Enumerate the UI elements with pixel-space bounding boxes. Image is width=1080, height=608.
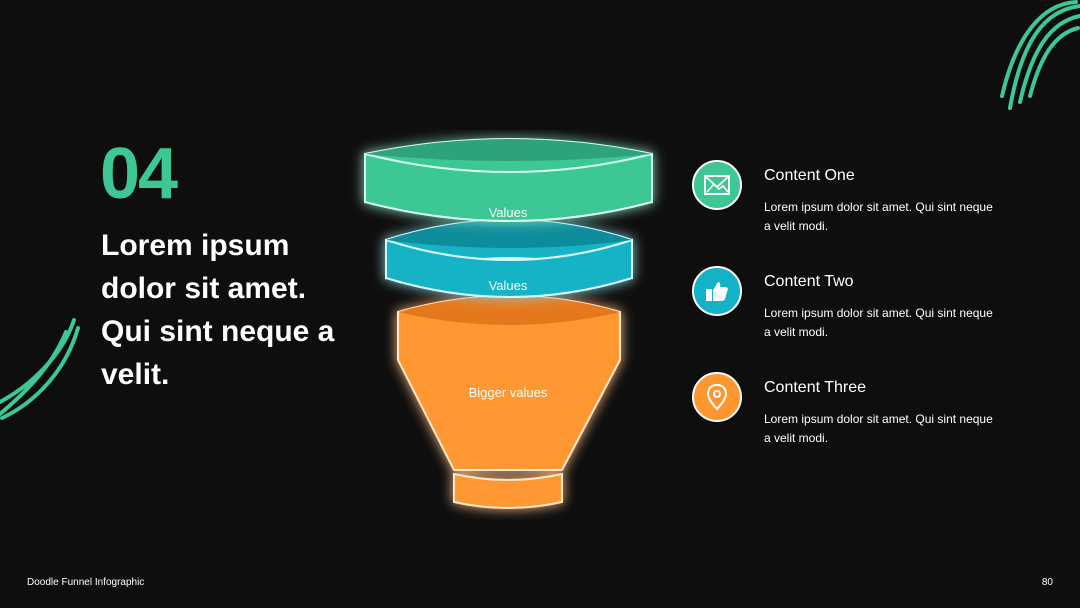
content-item: Content Three Lorem ipsum dolor sit amet… xyxy=(690,370,1020,460)
funnel-label-2: Values xyxy=(489,278,528,293)
image-icon xyxy=(692,160,742,210)
section-number: 04 xyxy=(100,134,178,214)
content-title: Content One xyxy=(764,167,855,184)
content-text: Lorem ipsum dolor sit amet. Qui sint neq… xyxy=(764,306,993,339)
footer-title: Doodle Funnel Infographic xyxy=(27,577,145,588)
funnel-diagram: Values Values Bigger values xyxy=(364,138,653,509)
headline: Lorem ipsum dolor sit amet. Qui sint neq… xyxy=(101,229,335,391)
content-text: Lorem ipsum dolor sit amet. Qui sint neq… xyxy=(764,412,993,445)
page-number: 80 xyxy=(1041,577,1053,588)
location-pin-icon xyxy=(692,372,742,422)
funnel-segment-3 xyxy=(397,295,621,509)
content-item: Content One Lorem ipsum dolor sit amet. … xyxy=(690,158,1020,248)
doodle-stroke-decoration xyxy=(1000,0,1080,110)
funnel-label-3: Bigger values xyxy=(469,385,548,400)
doodle-stroke-decoration xyxy=(0,318,80,420)
content-title: Content Two xyxy=(764,273,854,290)
funnel-segment-1 xyxy=(364,138,653,222)
funnel-label-1: Values xyxy=(489,205,528,220)
thumbs-up-icon xyxy=(692,266,742,316)
content-title: Content Three xyxy=(764,379,866,396)
content-text: Lorem ipsum dolor sit amet. Qui sint neq… xyxy=(764,200,993,233)
funnel-segment-2 xyxy=(385,219,633,298)
content-item: Content Two Lorem ipsum dolor sit amet. … xyxy=(690,264,1020,354)
